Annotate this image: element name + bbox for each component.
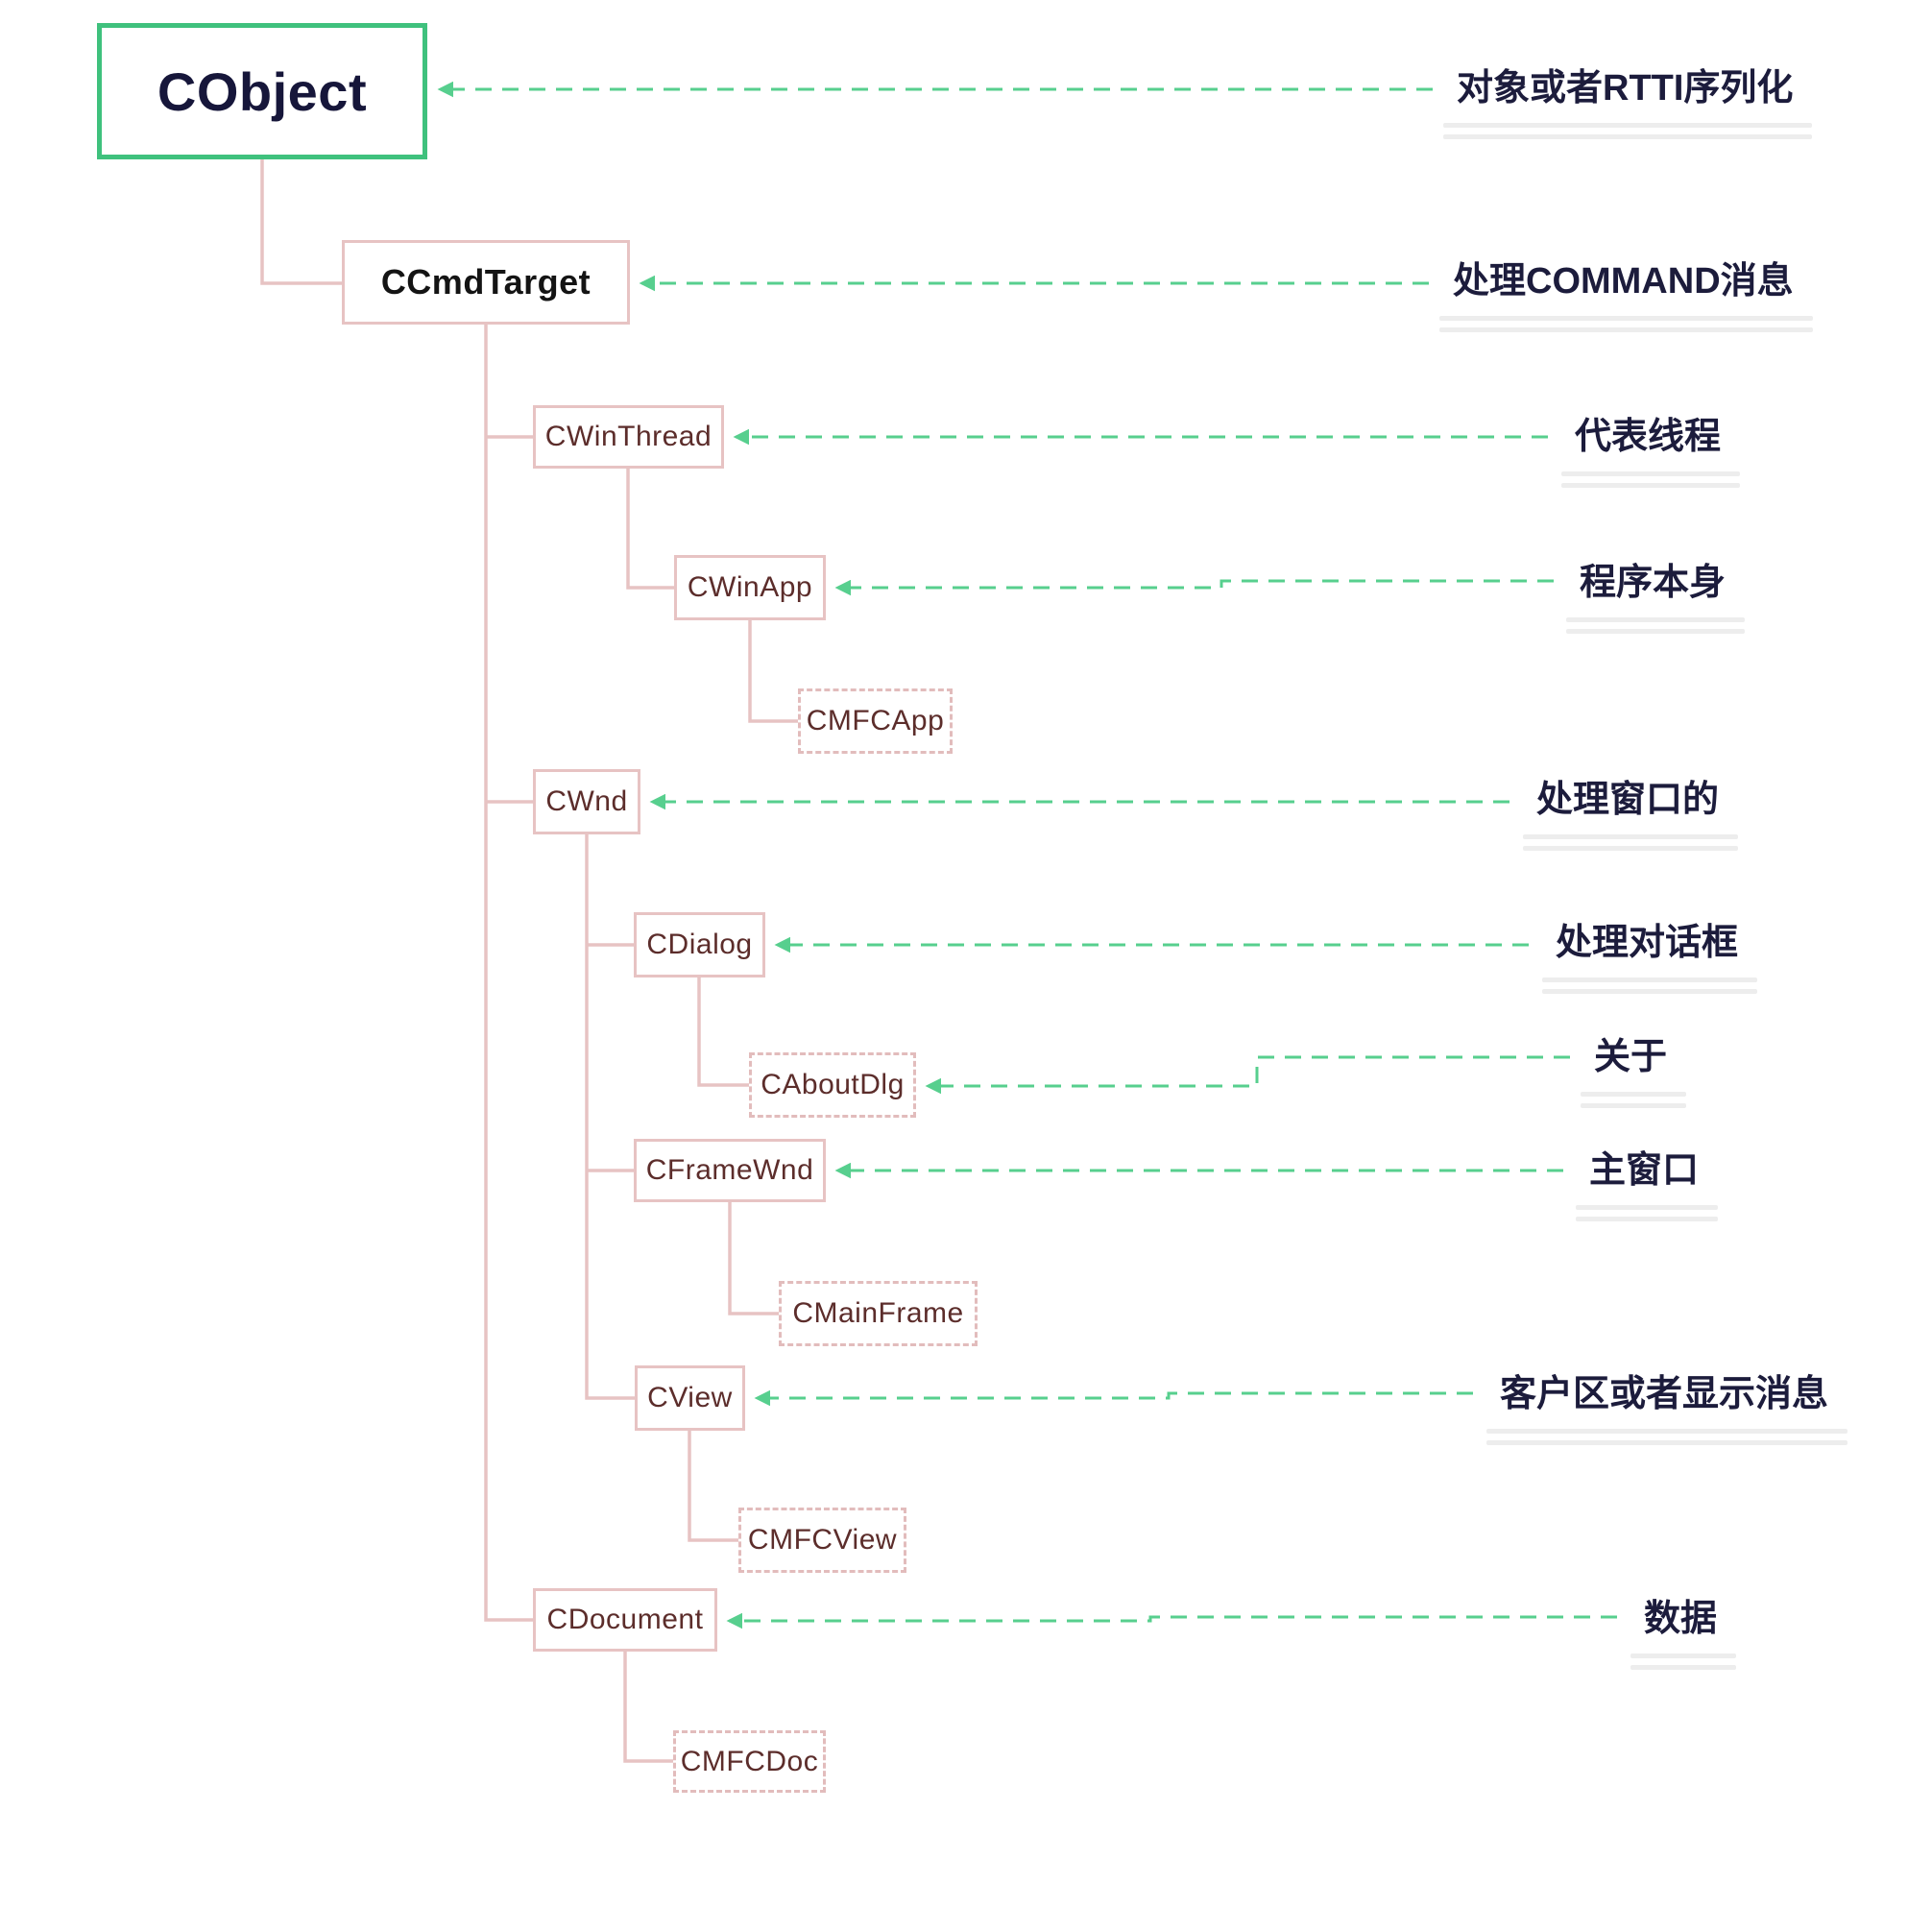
node-cwinapp: CWinApp [674,555,826,620]
annotation-cwinthread: 代表线程 [1561,414,1741,488]
underline-bar [1561,471,1741,476]
node-cmfcview: CMFCView [738,1508,906,1573]
annotation-text: 处理窗口的 [1536,780,1720,820]
node-caboutdlg: CAboutDlg [749,1052,916,1118]
arrow-to-cview [754,1389,1473,1407]
underline-bar [1566,629,1746,634]
node-cframewnd: CFrameWnd [634,1139,826,1202]
node-cwinthread: CWinThread [533,405,724,469]
underline-bar [1576,1205,1719,1210]
annotation-cview: 客户区或者显示消息 [1486,1371,1848,1445]
node-ccmdtarget: CCmdTarget [342,240,630,325]
node-cdialog: CDialog [634,912,765,978]
underline-bar [1561,483,1741,488]
annotation-text: 对象或者RTTI序列化 [1457,68,1794,109]
node-cmainframe: CMainFrame [779,1281,978,1346]
connector-cframewnd-cmainframe [728,1202,779,1315]
annotation-text: 处理COMMAND消息 [1453,261,1794,302]
annotation-text: 处理对话框 [1556,923,1739,963]
node-cwnd: CWnd [533,769,640,834]
underline-bar [1630,1653,1737,1658]
annotation-text: 关于 [1594,1037,1668,1077]
underline-bar [1630,1665,1737,1670]
annotation-cwnd: 处理窗口的 [1523,777,1739,851]
connector-ccmdtarget-spine [484,325,533,1622]
tree-connectors [260,159,798,1763]
node-cmfcdoc: CMFCDoc [673,1730,826,1793]
annotation-caboutdlg: 关于 [1581,1034,1687,1108]
annotation-cdocument: 数据 [1630,1596,1737,1670]
underline-bar [1523,834,1739,839]
annotation-cframewnd: 主窗口 [1576,1147,1719,1221]
connector-cwinapp-cmfcapp [748,620,798,723]
underline-bar [1443,134,1813,139]
arrow-to-caboutdlg [925,1055,1570,1095]
underline-bar [1439,327,1813,332]
arrow-to-cwinapp [834,579,1554,596]
connector-cdocument-cmfcdoc [623,1652,673,1763]
underline-bar [1486,1440,1848,1445]
underline-bar [1581,1092,1687,1097]
arrow-to-cdocument [726,1612,1617,1629]
underline-bar [1542,989,1758,994]
underline-bar [1566,617,1746,622]
node-cview: CView [635,1365,745,1431]
node-cdocument: CDocument [533,1588,717,1652]
annotation-text: 代表线程 [1575,417,1722,457]
underline-bar [1523,846,1739,851]
node-cmfcapp: CMFCApp [798,688,953,754]
underline-bar [1581,1103,1687,1108]
annotation-text: 数据 [1644,1599,1718,1639]
annotation-text: 主窗口 [1589,1150,1700,1191]
underline-bar [1486,1429,1848,1434]
underline-bar [1576,1217,1719,1221]
underline-bar [1443,123,1813,128]
annotation-cdialog: 处理对话框 [1542,920,1758,994]
annotation-ccmdtarget: 处理COMMAND消息 [1439,258,1813,332]
annotation-text: 程序本身 [1580,563,1727,603]
connector-cview-cmfcview [688,1431,738,1542]
node-cobject: CObject [97,23,427,159]
connector-cdialog-caboutdlg [697,978,749,1087]
connector-cwinthread-cwinapp [626,469,674,590]
annotation-arrows [437,81,1617,1629]
underline-bar [1542,978,1758,982]
annotation-cobject: 对象或者RTTI序列化 [1443,65,1813,139]
connector-cwnd-spine [585,834,635,1400]
connector-cobject-ccmdtarget [260,159,342,285]
annotation-cwinapp: 程序本身 [1566,560,1746,634]
annotation-text: 客户区或者显示消息 [1500,1374,1829,1414]
underline-bar [1439,316,1813,321]
